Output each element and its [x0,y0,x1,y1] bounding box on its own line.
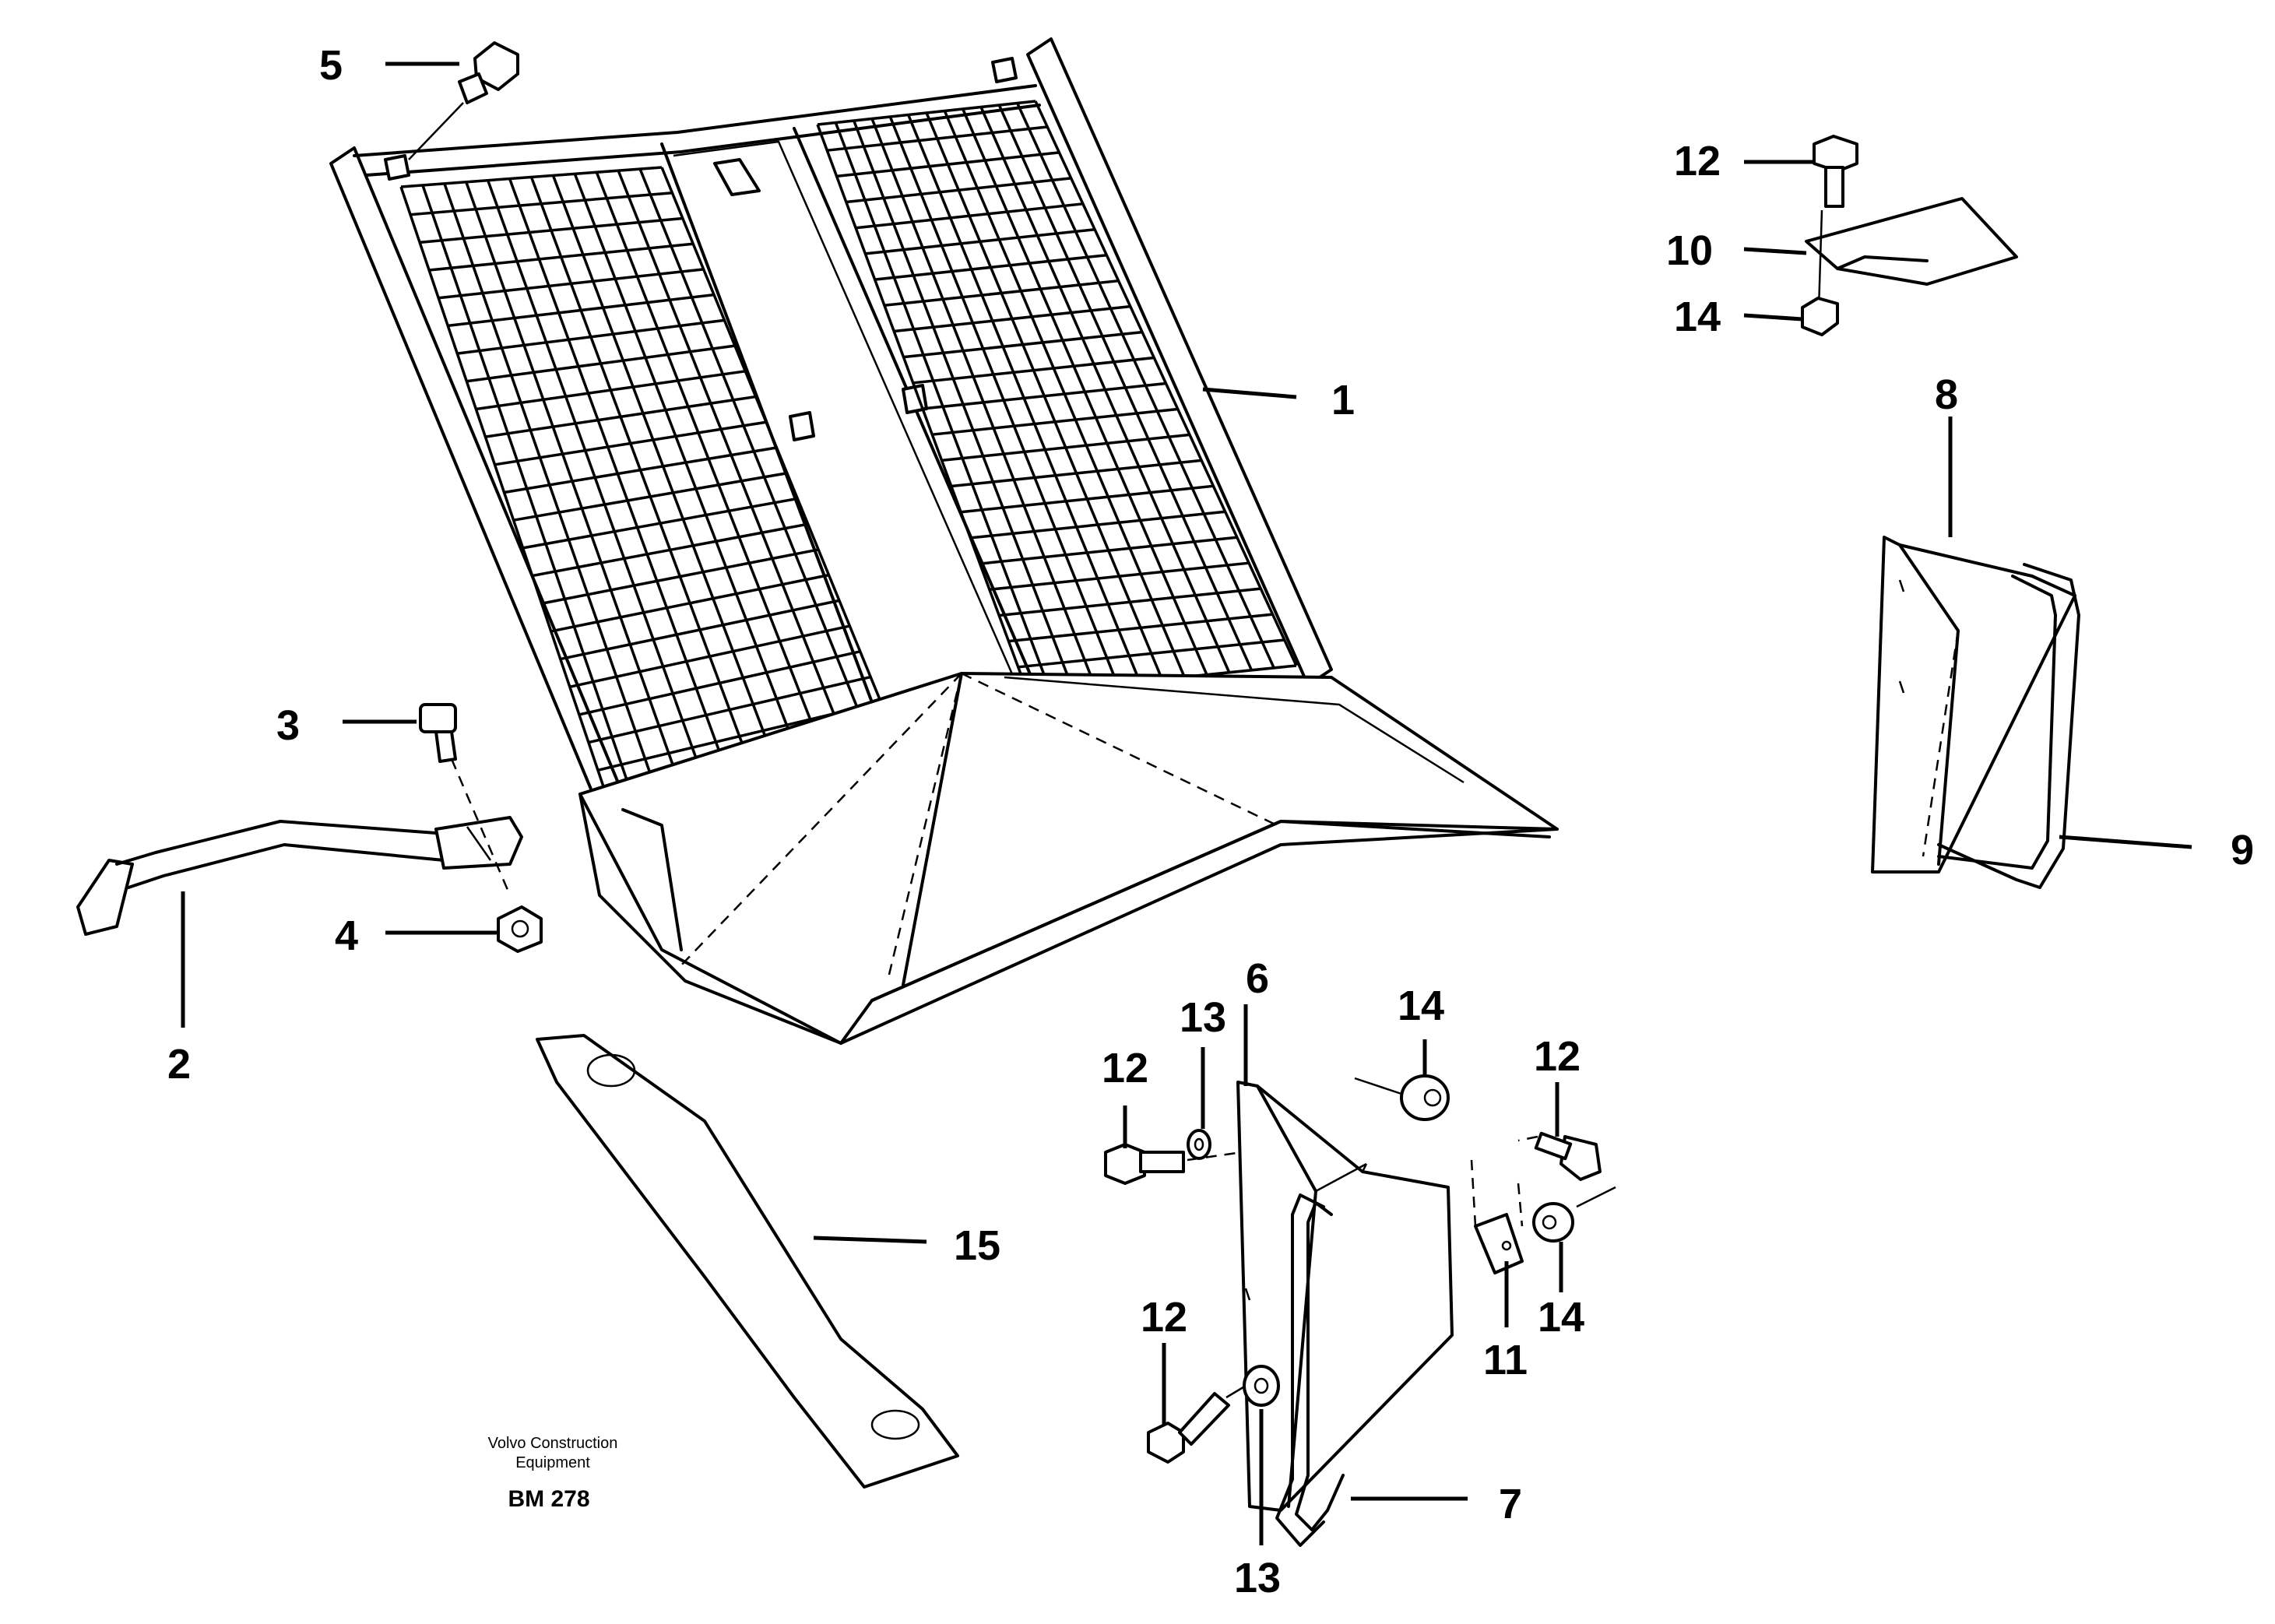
hook-7 [1275,1193,1345,1547]
label-part-3: 3 [276,702,300,749]
handle-9 [1937,563,2080,889]
screen-guard-frame [329,37,1333,811]
credit-line-2: Equipment [515,1454,590,1471]
bracket-6 [1236,1081,1454,1512]
nut-14-lower [1532,1186,1616,1243]
washer-13-lower [1243,1365,1280,1407]
label-part-12-lower: 12 [1141,1294,1187,1341]
label-part-5: 5 [319,42,343,89]
label-part-9: 9 [2231,827,2254,874]
label-part-12-left: 12 [1102,1045,1148,1091]
left-mesh-panel [399,166,893,800]
nut-14-top [1801,297,1839,336]
bolt-12-top [1813,135,1858,336]
bolt-12-lower [1147,1384,1247,1464]
nut-4 [497,905,543,953]
leader-lines [181,62,2192,1545]
label-part-12-right: 12 [1534,1033,1581,1080]
bolt-5 [408,41,519,160]
label-part-14-top: 14 [1674,294,1721,340]
clip-11 [1470,1159,1524,1274]
label-part-13-lower: 13 [1234,1555,1281,1601]
washer-13-upper [1187,1129,1211,1160]
label-part-4: 4 [335,912,358,959]
strap-15 [536,1034,959,1489]
label-part-15: 15 [954,1222,1000,1269]
label-part-14-upper: 14 [1398,982,1444,1029]
label-part-1: 1 [1331,377,1355,424]
drawing-code: BM 278 [508,1486,589,1512]
screen-bottom-tray [578,672,1559,1045]
label-part-13-upper: 13 [1180,994,1226,1041]
label-part-2: 2 [167,1041,191,1088]
label-part-6: 6 [1246,955,1269,1002]
stay-rod-2 [76,816,523,936]
label-part-12-top: 12 [1674,138,1721,185]
right-mesh-panel [816,100,1298,694]
label-part-8: 8 [1935,371,1958,418]
label-part-10: 10 [1666,227,1713,274]
label-part-11: 11 [1483,1337,1528,1383]
label-part-7: 7 [1499,1481,1522,1527]
nut-14-upper [1354,1074,1450,1121]
bolt-12-right [1517,1131,1602,1181]
bolt-12-left [1104,1143,1243,1185]
plate-10 [1805,197,2018,286]
bolt-3 [419,703,512,896]
label-part-14-lower: 14 [1538,1294,1584,1341]
side-bracket-8 [1871,536,2076,874]
credit-line-1: Volvo Construction [488,1435,618,1452]
